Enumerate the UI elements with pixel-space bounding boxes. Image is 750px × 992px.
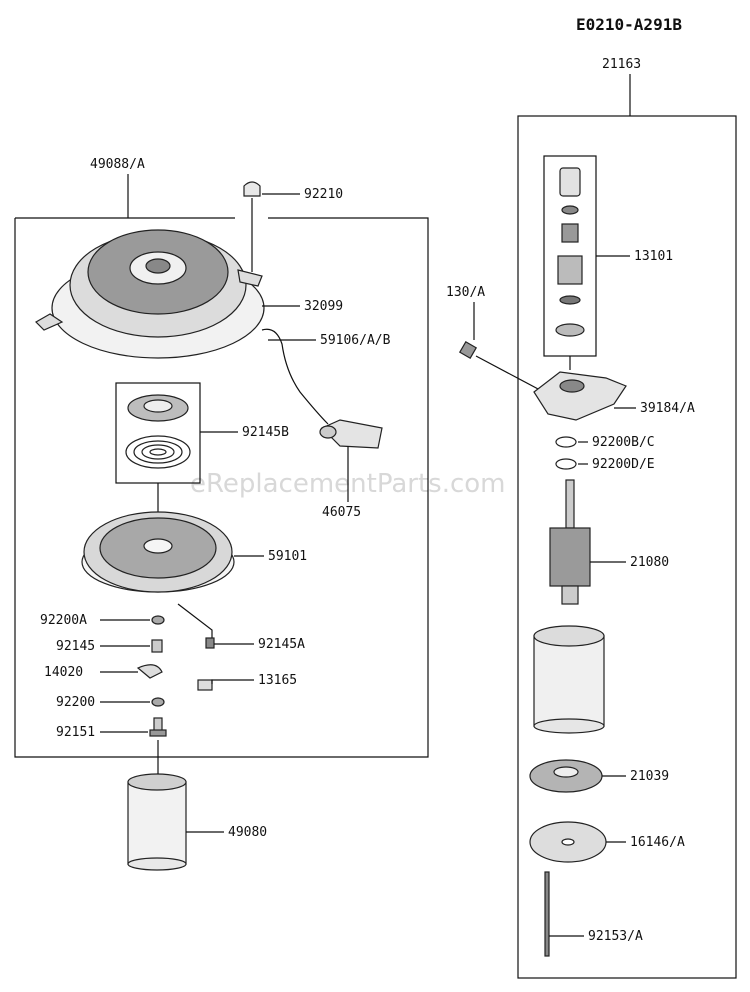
part-yoke bbox=[533, 625, 605, 734]
diagram-code: E0210-A291B bbox=[576, 15, 682, 34]
label-59101: 59101 bbox=[268, 549, 307, 564]
label-39184a: 39184/A bbox=[640, 401, 695, 416]
label-92145b: 92145B bbox=[242, 425, 289, 440]
part-nut-92210 bbox=[243, 181, 261, 272]
label-92145: 92145 bbox=[56, 639, 95, 654]
part-washer-92200a bbox=[151, 615, 165, 625]
label-92145a: 92145A bbox=[258, 637, 305, 652]
leader-13165 bbox=[211, 679, 254, 684]
part-spring-coil bbox=[125, 435, 191, 469]
label-21039: 21039 bbox=[630, 769, 669, 784]
part-reel-59101 bbox=[81, 511, 235, 593]
part-spring-92145 bbox=[151, 639, 163, 653]
label-92200a: 92200A bbox=[40, 613, 87, 628]
part-rope-59106 bbox=[261, 328, 329, 425]
part-bolt-92153a bbox=[544, 871, 550, 957]
label-21080: 21080 bbox=[630, 555, 669, 570]
label-92200de: 92200D/E bbox=[592, 457, 655, 472]
label-49088: 49088/A bbox=[90, 157, 145, 172]
part-cup-49080 bbox=[127, 773, 187, 871]
label-21163: 21163 bbox=[602, 57, 641, 72]
label-130a: 130/A bbox=[446, 285, 485, 300]
part-armature-21080 bbox=[549, 479, 591, 605]
part-pin-92145a bbox=[205, 637, 215, 649]
part-bracket-39184a bbox=[533, 371, 627, 421]
label-14020: 14020 bbox=[44, 665, 83, 680]
part-recoil-housing-32099 bbox=[35, 229, 265, 359]
part-screw-130a bbox=[458, 340, 541, 391]
part-handle-46075 bbox=[319, 419, 383, 449]
label-16146a: 16146/A bbox=[630, 835, 685, 850]
label-32099: 32099 bbox=[304, 299, 343, 314]
part-end-plate-16146a bbox=[529, 821, 607, 863]
part-pinion-13101 bbox=[555, 167, 585, 337]
label-92153a: 92153/A bbox=[588, 929, 643, 944]
label-49080: 49080 bbox=[228, 825, 267, 840]
part-brush-holder-21039 bbox=[529, 759, 603, 793]
label-13101: 13101 bbox=[634, 249, 673, 264]
label-92210: 92210 bbox=[304, 187, 343, 202]
left-box-outline bbox=[14, 217, 429, 758]
part-bolt-92151 bbox=[149, 717, 167, 737]
part-spring-case bbox=[127, 394, 189, 422]
label-92151: 92151 bbox=[56, 725, 95, 740]
left-assembly-group: 49088/A bbox=[14, 157, 429, 758]
label-92200bc: 92200B/C bbox=[592, 435, 655, 450]
label-59106: 59106/A/B bbox=[320, 333, 391, 348]
label-92200: 92200 bbox=[56, 695, 95, 710]
label-46075: 46075 bbox=[322, 505, 361, 520]
part-washer-92200de bbox=[555, 458, 577, 470]
label-13165: 13165 bbox=[258, 673, 297, 688]
part-spring-13165 bbox=[197, 679, 213, 691]
part-washer-92200bc bbox=[555, 436, 577, 448]
part-ratchet-14020 bbox=[136, 664, 163, 679]
right-box-outline bbox=[517, 115, 737, 979]
part-washer-92200 bbox=[151, 697, 165, 707]
